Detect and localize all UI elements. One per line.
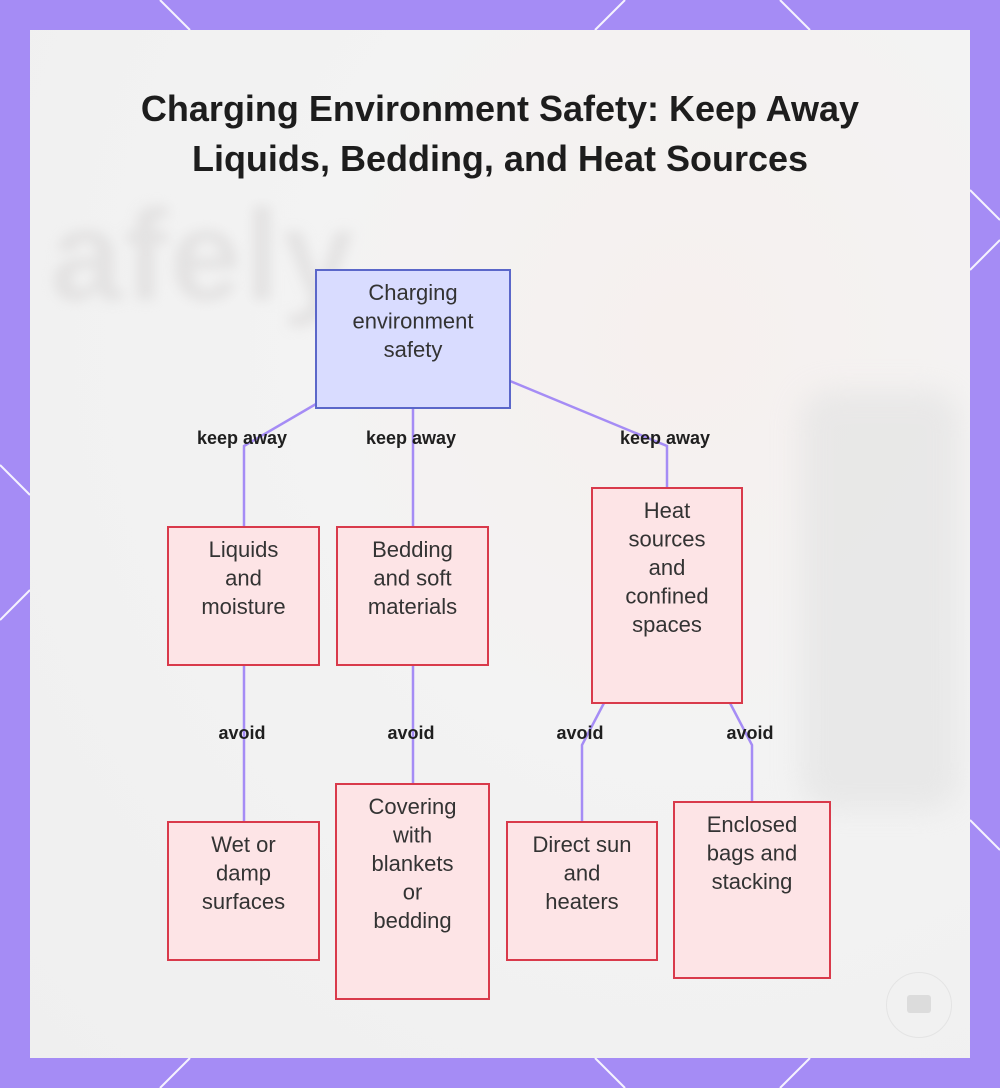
covering-node-box — [335, 783, 490, 1000]
bedding-node-box — [336, 526, 489, 666]
background-decoration: afely — [50, 182, 357, 328]
chat-bubble-icon[interactable] — [886, 972, 952, 1038]
enclosed-bags-node-box — [673, 801, 831, 979]
edge-avoid-direct-sun — [580, 702, 606, 822]
wet-surfaces-node-box — [167, 821, 320, 961]
heat-node-box — [591, 487, 743, 704]
edge-keep-away-liquids-label: keep away — [197, 428, 287, 448]
edge-avoid-enclosed — [728, 702, 754, 802]
edge-keep-away-liquids — [242, 402, 317, 527]
edge-avoid-wet-label: avoid — [218, 723, 265, 743]
page-title: Charging Environment Safety: Keep Away L… — [140, 88, 860, 179]
edge-keep-away-bedding-label: keep away — [366, 428, 456, 448]
liquids-node-box — [167, 526, 320, 666]
background-decoration-shape — [800, 390, 960, 810]
edge-keep-away-heat-label: keep away — [620, 428, 710, 448]
edge-keep-away-heat — [509, 379, 669, 488]
edge-avoid-covering-label: avoid — [387, 723, 434, 743]
edge-avoid-direct-sun-label: avoid — [556, 723, 603, 743]
direct-sun-node-box — [506, 821, 658, 961]
root-node-box — [315, 269, 511, 409]
edge-avoid-enclosed-label: avoid — [726, 723, 773, 743]
